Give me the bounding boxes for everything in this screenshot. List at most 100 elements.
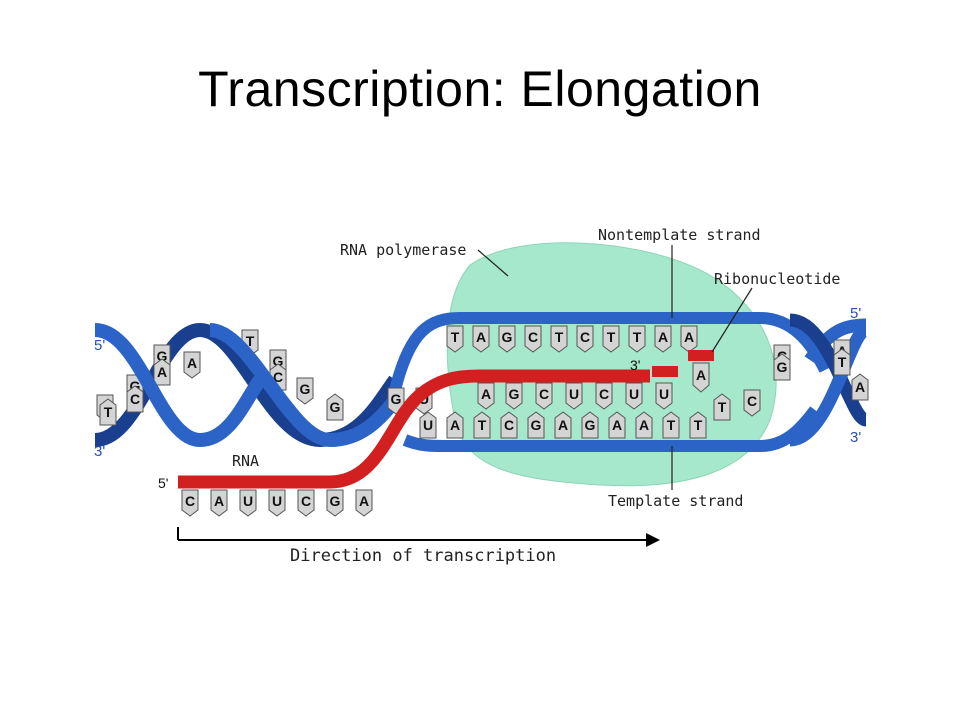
template-base-letter-9: T (667, 417, 676, 433)
template-base-4: G (527, 411, 545, 439)
template-base-letter-3: C (504, 417, 514, 433)
rna-tail-base-4: C (297, 489, 315, 517)
rna-tail-base-5: G (326, 489, 344, 517)
label-nontemplate-strand: Nontemplate strand (598, 226, 761, 244)
rna-tail-base-3: U (268, 489, 286, 517)
nontemplate-base-1: A (472, 325, 490, 353)
left-base-letter-5: A (157, 364, 167, 380)
end-rna-5: 5' (158, 475, 168, 491)
left-helix-front-strand-2 (208, 323, 401, 448)
label-direction: Direction of transcription (290, 546, 556, 566)
left-base-letter-6: A (187, 355, 197, 371)
rna-tail-base-2: U (239, 489, 257, 517)
right-base-letter-4: T (838, 354, 847, 370)
right-base-6: A (851, 373, 869, 401)
rna-strand (178, 369, 650, 489)
rna-tail-base-1: A (210, 489, 228, 517)
nontemplate-base-letter-3: C (528, 329, 538, 345)
end-rna-3: 3' (630, 357, 640, 373)
right-helix-strand-c (788, 323, 869, 447)
nontemplate-base-letter-8: A (658, 329, 668, 345)
nontemplate-base-7: T (628, 325, 646, 353)
left-base-letter-3: C (130, 391, 140, 407)
rna-bubble-base-letter-3: G (509, 386, 520, 402)
template-base-letter-7: A (612, 417, 622, 433)
nontemplate-base-letter-7: T (633, 329, 642, 345)
nontemplate-base-letter-5: C (580, 329, 590, 345)
left-base-letter-1: T (104, 404, 113, 420)
left-base-letter-4: G (157, 348, 168, 364)
nontemplate-base-6: T (602, 325, 620, 353)
rna-tail-base-letter-3: U (272, 493, 282, 509)
rna-tail-base-letter-4: C (301, 493, 311, 509)
right-base-letter-6: A (855, 379, 865, 395)
rna-tail-base-letter-6: A (359, 493, 369, 509)
rna-bubble-base-letter-6: C (599, 386, 609, 402)
nontemplate-base-5: C (576, 325, 594, 353)
template-base-6: G (581, 411, 599, 439)
end-left-top: 5' (94, 337, 105, 354)
template-base-letter-5: A (558, 417, 568, 433)
nontemplate-base-2: G (498, 325, 516, 353)
ribonucleotide-base-letter: A (696, 367, 706, 383)
template-base-letter-0: U (423, 417, 433, 433)
rna-bubble-base-6: C (595, 382, 613, 410)
rna-bubble-base-8: U (655, 382, 673, 410)
template-base-letter-2: T (478, 417, 487, 433)
rna-polymerase-leader (477, 249, 509, 277)
nontemplate-base-9: A (680, 325, 698, 353)
rna-bubble-base-5: U (565, 382, 583, 410)
rna-bubble-base-2: A (477, 382, 495, 410)
right-base-5: T (713, 393, 731, 421)
slide-title: Transcription: Elongation (198, 61, 762, 117)
right-base-letter-2: C (747, 393, 757, 409)
template-base-letter-6: G (585, 417, 596, 433)
rna-tail-base-6: A (355, 489, 373, 517)
right-base-2: C (743, 389, 761, 417)
ribonucleotide-bar (688, 350, 714, 361)
left-base-6: A (183, 351, 201, 379)
right-helix-strand-a (804, 318, 867, 364)
template-base-letter-1: A (450, 417, 460, 433)
left-base-1: T (99, 398, 117, 426)
rna-bubble-base-4: C (535, 382, 553, 410)
label-rna: RNA (232, 452, 259, 470)
nontemplate-base-8: A (654, 325, 672, 353)
nontemplate-base-letter-1: A (476, 329, 486, 345)
left-base-11: G (326, 393, 344, 421)
rna-bubble-base-7: U (625, 382, 643, 410)
rna-bubble-base-3: G (505, 382, 523, 410)
left-base-10: G (296, 377, 314, 405)
template-base-5: A (554, 411, 572, 439)
direction-arrow-head (646, 533, 660, 547)
right-base-1: G (773, 353, 791, 381)
rna-tail-base-letter-5: G (330, 493, 341, 509)
template-base-9: T (662, 411, 680, 439)
left-base-letter-11: G (330, 399, 341, 415)
rna-bubble-base-letter-5: U (569, 386, 579, 402)
template-strand-line (402, 406, 820, 452)
label-ribonucleotide: Ribonucleotide (714, 270, 840, 288)
nontemplate-base-letter-9: A (684, 329, 694, 345)
rna-bubble-base-letter-4: C (539, 386, 549, 402)
right-helix-bases: CGCATTA (713, 339, 869, 421)
rna-3-end-segment (652, 366, 678, 377)
rna-tail-base-0: C (181, 489, 199, 517)
ribonucleotide-leader (711, 287, 753, 353)
left-base-letter-8: G (273, 353, 284, 369)
left-base-3: C (126, 385, 144, 413)
left-helix-front-strand (94, 323, 266, 448)
right-base-4: T (833, 348, 851, 376)
nontemplate-base-3: C (524, 325, 542, 353)
nontemplate-base-letter-2: G (502, 329, 513, 345)
ribonucleotide-base: A (692, 362, 710, 393)
left-base-5: A (153, 358, 171, 386)
nontemplate-base-letter-6: T (607, 329, 616, 345)
template-base-8: A (635, 411, 653, 439)
